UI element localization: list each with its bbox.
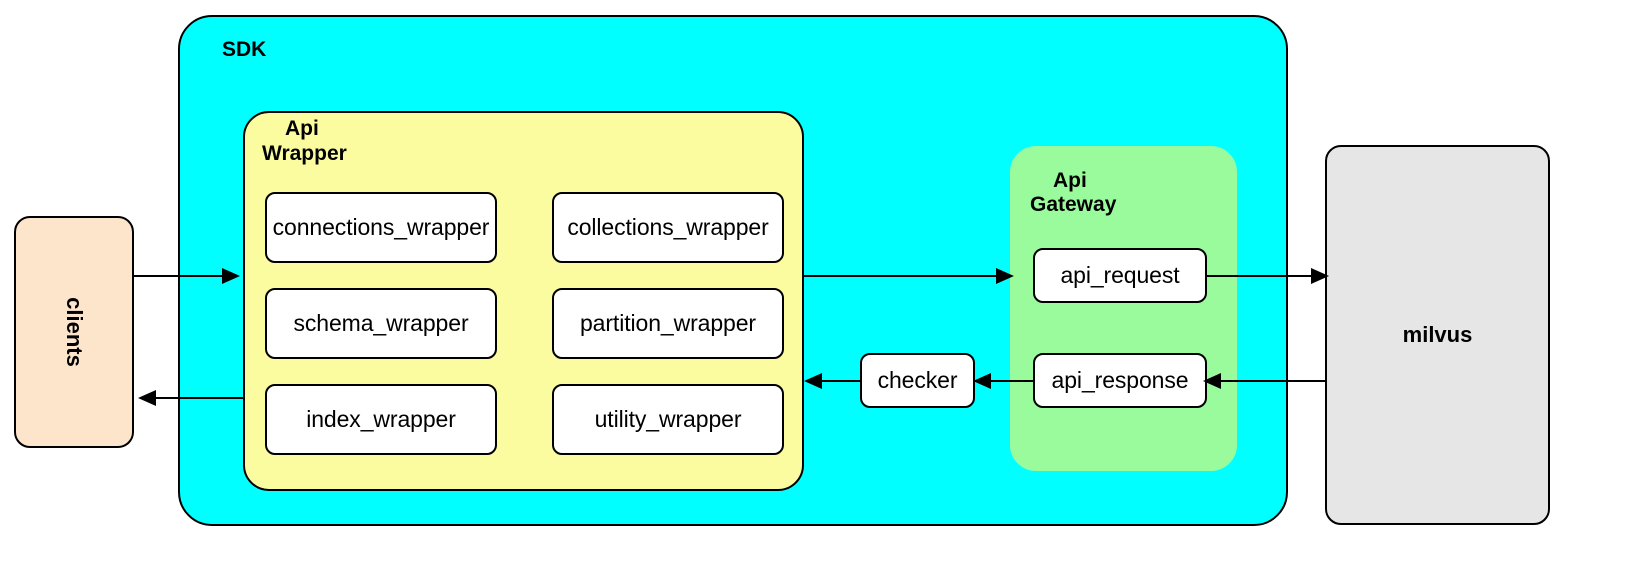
node-connections-wrapper[interactable]: connections_wrapper bbox=[265, 192, 497, 263]
node-utility-wrapper-label: utility_wrapper bbox=[594, 406, 742, 432]
node-api-request[interactable]: api_request bbox=[1033, 248, 1207, 303]
node-index-wrapper-label: index_wrapper bbox=[306, 406, 456, 432]
node-milvus-label: milvus bbox=[1402, 322, 1473, 347]
node-clients[interactable]: clients bbox=[14, 216, 134, 448]
api-gateway-container[interactable] bbox=[1010, 146, 1237, 471]
node-checker[interactable]: checker bbox=[860, 353, 975, 408]
node-checker-label: checker bbox=[877, 367, 958, 393]
node-api-response-label: api_response bbox=[1051, 367, 1189, 393]
node-utility-wrapper[interactable]: utility_wrapper bbox=[552, 384, 784, 455]
node-clients-label: clients bbox=[61, 297, 87, 367]
node-schema-wrapper-label: schema_wrapper bbox=[293, 310, 469, 336]
node-partition-wrapper-label: partition_wrapper bbox=[579, 310, 756, 336]
node-collections-wrapper-label: collections_wrapper bbox=[567, 214, 769, 240]
node-api-response[interactable]: api_response bbox=[1033, 353, 1207, 408]
node-connections-wrapper-label: connections_wrapper bbox=[272, 214, 490, 240]
node-collections-wrapper[interactable]: collections_wrapper bbox=[552, 192, 784, 263]
node-index-wrapper[interactable]: index_wrapper bbox=[265, 384, 497, 455]
node-schema-wrapper[interactable]: schema_wrapper bbox=[265, 288, 497, 359]
node-partition-wrapper[interactable]: partition_wrapper bbox=[552, 288, 784, 359]
node-milvus[interactable]: milvus bbox=[1325, 145, 1550, 525]
node-api-request-label: api_request bbox=[1060, 262, 1180, 288]
